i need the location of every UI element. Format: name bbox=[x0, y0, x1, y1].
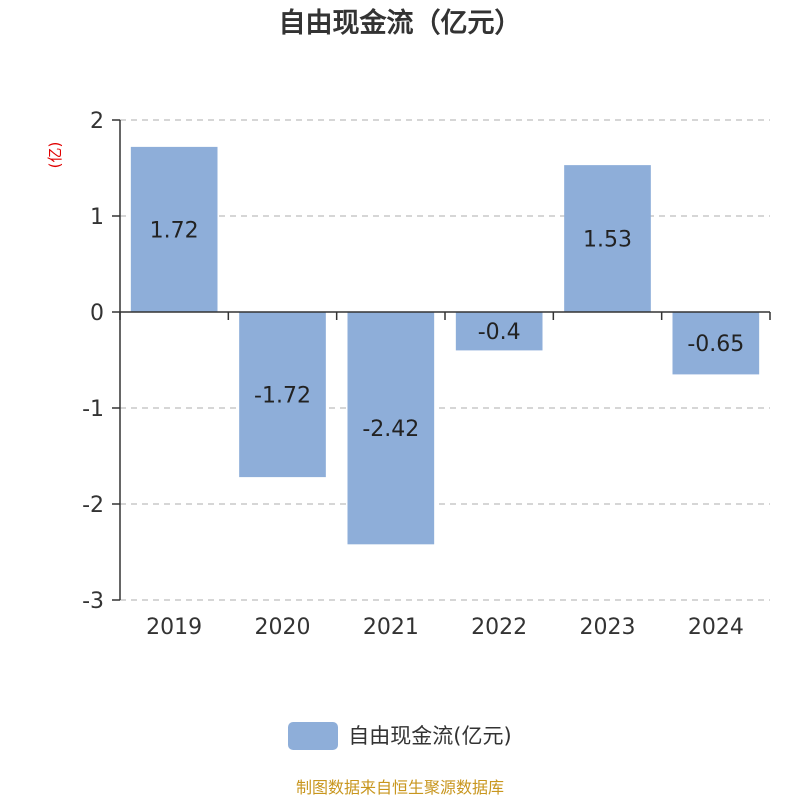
y-tick-label: 2 bbox=[90, 109, 104, 134]
bar bbox=[672, 312, 760, 375]
x-tick-label: 2024 bbox=[688, 615, 744, 640]
bar bbox=[455, 312, 543, 351]
data-label: -0.65 bbox=[687, 332, 744, 357]
data-label: -0.4 bbox=[478, 320, 521, 345]
legend[interactable]: 自由现金流(亿元) bbox=[0, 718, 800, 753]
y-axis-unit-label: (亿) bbox=[46, 142, 64, 169]
y-tick-label: 1 bbox=[90, 205, 104, 230]
labels: 2 1 0 -1 -2 -3 2019 2020 2021 2022 2023 2024 1.72 -1.… bbox=[46, 109, 744, 640]
data-label: 1.72 bbox=[150, 218, 199, 243]
chart-title: 自由现金流（亿元） bbox=[278, 8, 522, 39]
x-tick-label: 2023 bbox=[580, 615, 636, 640]
x-tick-label: 2022 bbox=[471, 615, 527, 640]
source-note: 制图数据来自恒生聚源数据库 bbox=[295, 778, 504, 797]
grid-lines bbox=[120, 119, 770, 601]
y-tick-label: 0 bbox=[90, 301, 104, 326]
bar bbox=[564, 165, 651, 312]
x-tick-label: 2021 bbox=[363, 615, 419, 640]
bar bbox=[239, 312, 326, 478]
y-tick-label: -2 bbox=[82, 493, 104, 518]
data-label: 1.53 bbox=[583, 228, 632, 253]
bars bbox=[130, 146, 760, 545]
data-label: -2.42 bbox=[362, 417, 419, 442]
x-tick-label: 2019 bbox=[146, 615, 202, 640]
data-label: -1.72 bbox=[254, 384, 311, 409]
bar bbox=[130, 146, 218, 312]
y-tick-label: -1 bbox=[82, 397, 104, 422]
y-tick-label: -3 bbox=[82, 589, 104, 614]
legend-swatch bbox=[288, 722, 339, 750]
x-tick-label: 2020 bbox=[255, 615, 311, 640]
legend-label: 自由现金流(亿元) bbox=[348, 724, 512, 748]
axes bbox=[112, 119, 771, 601]
bar bbox=[347, 312, 435, 545]
